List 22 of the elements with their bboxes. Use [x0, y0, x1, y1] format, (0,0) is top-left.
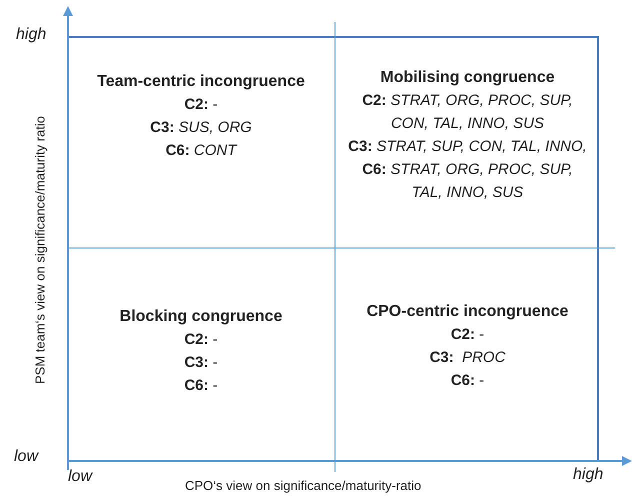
quadrant-heading: Blocking congruence	[120, 307, 282, 327]
x-axis-title: CPO‘s view on significance/maturity-ratio	[185, 478, 422, 493]
quadrant-entry: C6: CONT	[166, 141, 236, 161]
quadrant-heading: Mobilising congruence	[380, 68, 555, 88]
quadrant-entry: C3: SUS, ORG	[150, 118, 252, 138]
quadrant-heading: Team-centric incongruence	[97, 72, 305, 92]
axis-tick-label: high	[16, 26, 46, 44]
quadrant-entry: C3: -	[184, 353, 218, 373]
quadrant-entry: C6: STRAT, ORG, PROC, SUP, TAL, INNO, SUS	[361, 160, 574, 203]
quadrant-heading: CPO-centric incongruence	[366, 302, 568, 322]
axis-tick-label: low	[68, 468, 92, 486]
quadrant-entry: C6: -	[450, 371, 484, 391]
quadrant-entry: C2: -	[184, 330, 218, 350]
quadrant-entry: C2: -	[184, 95, 218, 115]
y-axis-title: PSM team‘s view on significance/maturity ratio	[32, 116, 48, 384]
quadrant-entry: C2: STRAT, ORG, PROC, SUP, CON, TAL, INNO, SUS	[361, 91, 574, 134]
axis-tick-label: high	[573, 466, 604, 484]
axis-tick-label: low	[14, 448, 38, 466]
quadrant-entry: C6: -	[184, 376, 218, 396]
quadrant-entry: C3: STRAT, SUP, CON, TAL, INNO,	[348, 137, 587, 157]
quadrant-entry: C3: PROC	[430, 348, 506, 368]
quadrant-entry: C2: -	[450, 325, 484, 345]
